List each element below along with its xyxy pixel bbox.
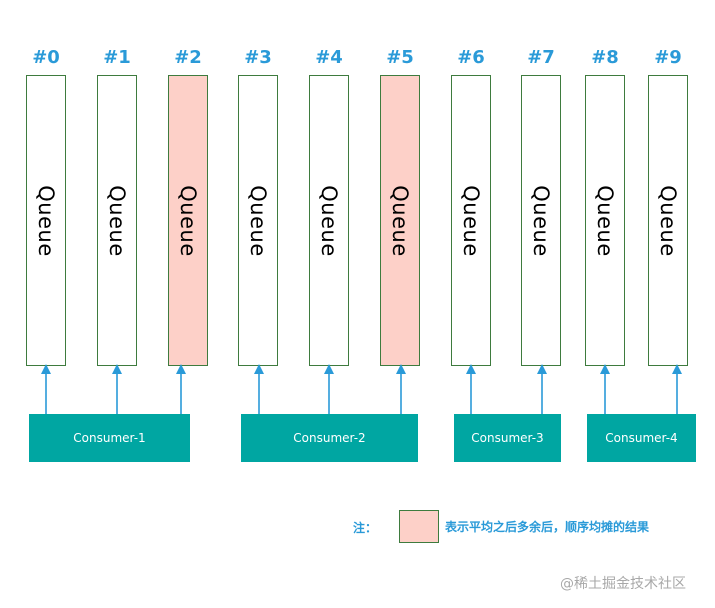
- legend-swatch: [399, 510, 439, 543]
- consumer-4-box: Consumer-4: [587, 414, 696, 462]
- queue-index-8: #8: [591, 47, 619, 68]
- queue-index-6: #6: [457, 47, 485, 68]
- consumer-1-box: Consumer-1: [29, 414, 190, 462]
- queue-box-7: Queue: [521, 75, 561, 366]
- queue-box-8: Queue: [585, 75, 625, 366]
- queue-box-5: Queue: [380, 75, 420, 366]
- queue-index-4: #4: [315, 47, 343, 68]
- legend-text: 表示平均之后多余后，顺序均摊的结果: [445, 520, 650, 534]
- queue-index-3: #3: [244, 47, 272, 68]
- queue-index-9: #9: [654, 47, 682, 68]
- consumer-3-box: Consumer-3: [454, 414, 561, 462]
- legend-label: 注：: [353, 521, 378, 535]
- queue-index-5: #5: [386, 47, 414, 68]
- queue-index-7: #7: [527, 47, 555, 68]
- watermark: @稀土掘金技术社区: [560, 576, 686, 592]
- queue-box-2: Queue: [168, 75, 208, 366]
- queue-index-1: #1: [103, 47, 131, 68]
- queue-box-6: Queue: [451, 75, 491, 366]
- consumer-2-box: Consumer-2: [241, 414, 418, 462]
- queue-box-3: Queue: [238, 75, 278, 366]
- queue-box-1: Queue: [97, 75, 137, 366]
- queue-box-9: Queue: [648, 75, 688, 366]
- queue-index-0: #0: [32, 47, 60, 68]
- queue-box-0: Queue: [26, 75, 66, 366]
- queue-index-2: #2: [174, 47, 202, 68]
